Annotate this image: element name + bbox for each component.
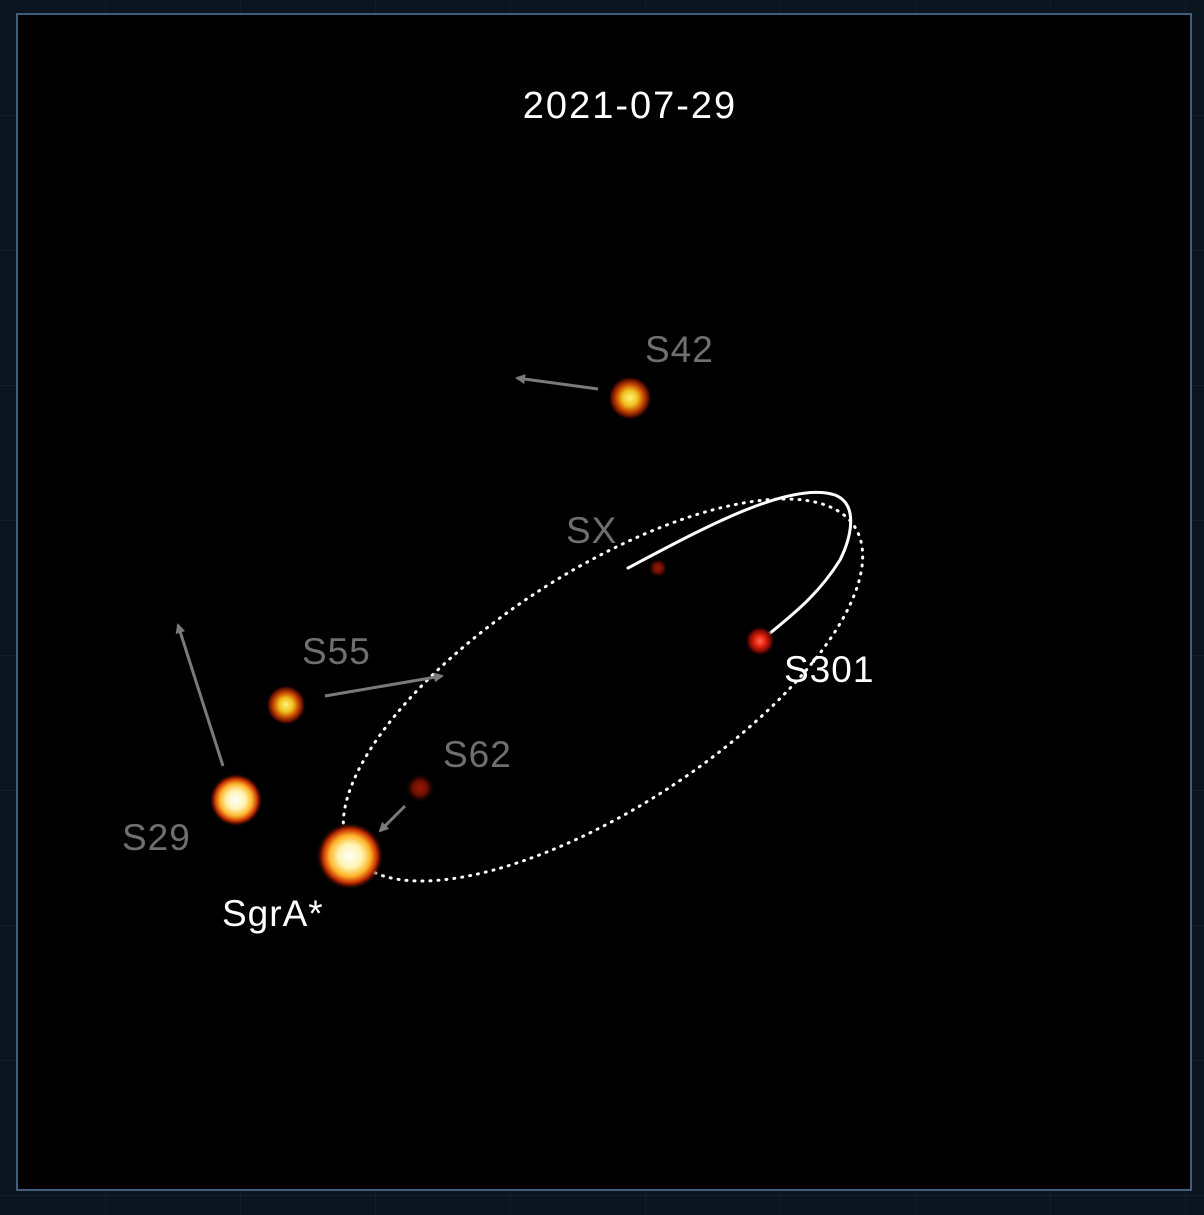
- s42-motion-arrow-icon: [515, 374, 599, 391]
- s42-label: S42: [645, 329, 714, 370]
- s55-motion-arrow-icon: [324, 672, 444, 698]
- sx-label: SX: [566, 510, 617, 551]
- s29-star: [209, 773, 263, 827]
- s62-star: [405, 773, 435, 803]
- sgra-source: [316, 822, 384, 890]
- s301-star: [745, 626, 775, 656]
- s55-star: [266, 685, 306, 725]
- s29-motion-arrow-icon: [175, 623, 225, 767]
- date-label: 2021-07-29: [523, 85, 737, 127]
- s29-label: S29: [122, 817, 191, 858]
- s301-label: S301: [784, 649, 874, 690]
- s55-label: S55: [302, 631, 371, 672]
- s62-label: S62: [443, 734, 512, 775]
- s301-orbit-dotted: [341, 497, 865, 883]
- image-frame: [16, 13, 1192, 1191]
- s42-star: [608, 376, 652, 420]
- sx-star: [648, 558, 668, 578]
- sgra-label: SgrA*: [222, 893, 324, 934]
- s301-trail-solid: [626, 490, 853, 642]
- s62-motion-arrow-icon: [378, 804, 407, 833]
